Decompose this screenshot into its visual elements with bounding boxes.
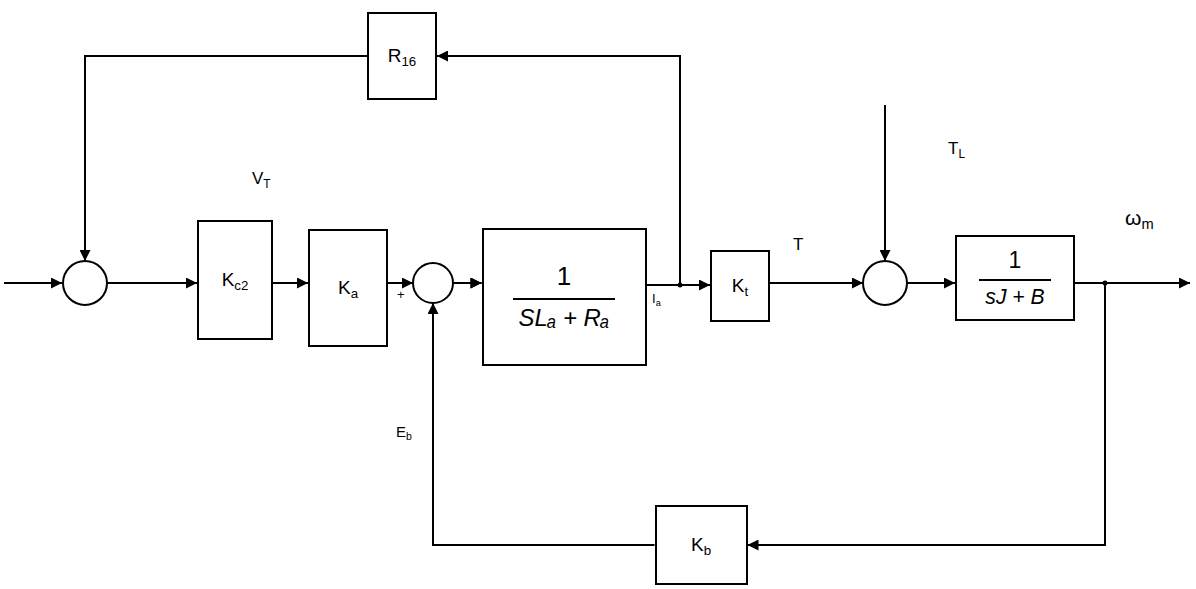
denominator: SLₐ + Rₐ <box>513 298 616 332</box>
gain-block: Kt <box>710 250 770 322</box>
feedback-arrow <box>84 235 86 261</box>
gain-block: Ka <box>308 229 388 347</box>
output-arrow <box>1105 282 1190 284</box>
summing-junction <box>863 261 907 305</box>
wire <box>907 282 925 284</box>
block-label: Ka <box>338 277 358 299</box>
numerator: 1 <box>557 262 571 292</box>
gain-block: Kc2 <box>197 220 273 340</box>
signal-connector <box>748 283 1106 545</box>
transfer-block: 1SLₐ + Rₐ <box>482 228 647 366</box>
signal-name: Ia <box>652 292 661 306</box>
feedback-arrow <box>432 303 434 330</box>
signal-name: ωm <box>1125 206 1154 229</box>
input-arrow <box>4 282 62 284</box>
wire <box>453 282 465 284</box>
branch-dot <box>678 283 683 288</box>
signal-name: Eb <box>396 424 412 441</box>
branch-dot <box>1103 281 1108 286</box>
numerator: 1 <box>1009 247 1022 273</box>
signal-name: TL <box>948 140 965 159</box>
signal-connector <box>770 282 955 284</box>
signal-name: T <box>793 236 803 255</box>
transfer-block: 1 sJ + B <box>955 235 1075 321</box>
summing-junction <box>63 261 107 305</box>
sign-mark: + <box>397 288 405 302</box>
block-label: Kc2 <box>222 269 249 291</box>
signal-connector <box>273 282 308 284</box>
wire-arrow <box>395 282 413 284</box>
block-label: R16 <box>388 45 417 67</box>
block-label: Kt <box>732 275 748 297</box>
block-label: Kb <box>691 534 711 556</box>
denominator: sJ + B <box>979 279 1050 309</box>
signal-name: VT <box>252 170 271 189</box>
load-torque-arrow <box>884 105 886 261</box>
gain-block: R16 <box>367 12 437 100</box>
wire <box>107 282 120 284</box>
summing-junction <box>413 263 453 303</box>
gain-block: Kb <box>655 505 748 585</box>
wire-arrow <box>840 282 863 284</box>
